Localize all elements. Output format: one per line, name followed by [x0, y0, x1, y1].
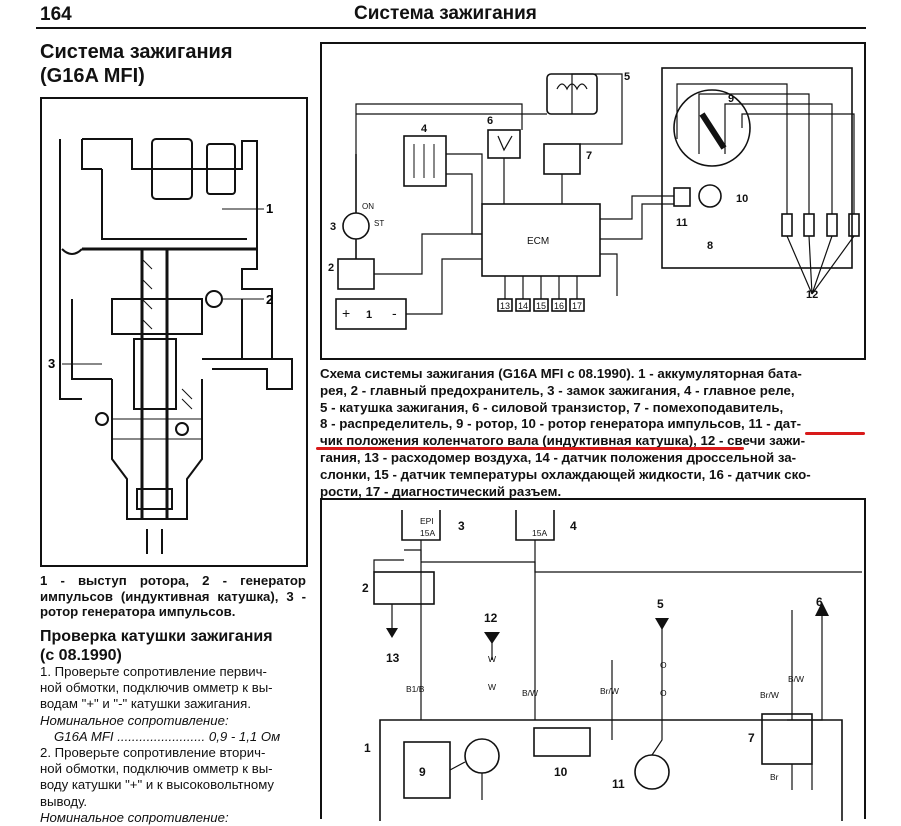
- wire-bw-label-2: B/W: [788, 674, 804, 684]
- diag1-label-7: 7: [586, 150, 592, 162]
- wire-o-label-2: O: [660, 688, 667, 698]
- diag1-label-6: 6: [487, 115, 493, 127]
- diag2-label-6: 6: [816, 595, 823, 609]
- diag1-label-3: 3: [330, 221, 336, 233]
- caption-line-4: 8 - распределитель, 9 - ротор, 10 - рото…: [320, 416, 802, 432]
- wire-o-label-1: O: [660, 660, 667, 670]
- wiring-diagram: 3 4 2 13 12 5 6 1 9 10 11 7 EPI 15A 15A …: [320, 498, 866, 821]
- highlight-underline-1: [805, 432, 865, 435]
- wire-w-label-2: W: [488, 682, 496, 692]
- fig1-label-2: 2: [266, 292, 273, 307]
- wire-br-label: Br: [770, 772, 779, 782]
- wiring-diagram-drawing: 3 4 2 13 12 5 6 1 9 10 11 7 EPI 15A 15A …: [362, 510, 862, 821]
- wire-brw-label-1: Br/W: [600, 686, 619, 696]
- caption-line-1: Схема системы зажигания (G16A MFI с 08.1…: [320, 366, 802, 381]
- diag1-label-4: 4: [421, 123, 428, 135]
- wire-brw-label-2: Br/W: [760, 690, 779, 700]
- diag1-label-11: 11: [676, 217, 688, 229]
- diag2-label-10: 10: [554, 765, 568, 779]
- section-title-line2: (G16A MFI): [40, 65, 145, 87]
- diag2-label-13: 13: [386, 651, 400, 665]
- page-number: 164: [40, 4, 72, 25]
- arrow-5-icon: [655, 618, 669, 630]
- diag1-label-14: 14: [518, 301, 528, 311]
- diag1-label-5: 5: [624, 71, 630, 83]
- step1-line-2: ной обмотки, подключив омметр к вы-: [40, 680, 273, 696]
- diag2-label-5: 5: [657, 597, 664, 611]
- diag1-label-13: 13: [500, 301, 510, 311]
- spec1-value: G16A MFI ........................ 0,9 - …: [54, 728, 281, 744]
- caption-line-7: слонки, 15 - датчик температуры охлаждаю…: [320, 466, 811, 482]
- wire-w-label-1: W: [488, 654, 496, 664]
- spec1-label: Номинальное сопротивление:: [40, 712, 229, 728]
- diag2-label-1: 1: [364, 741, 371, 755]
- highlight-underline-2: [316, 447, 744, 450]
- figure1-caption: 1 - выступ ротора, 2 - генератор импульс…: [40, 573, 306, 619]
- instructions: 1. Проверьте сопротивление первич- ной о…: [40, 664, 310, 826]
- step1-line-3: водам "+" и "-" катушки зажигания.: [40, 696, 251, 712]
- step2-line-3: воду катушки "+" и к высоковольтному: [40, 777, 275, 793]
- spark-plugs-icon: [781, 213, 860, 237]
- battery-minus: -: [392, 305, 397, 321]
- diag1-label-16: 16: [554, 301, 564, 311]
- wire-bw-label-1: B/W: [522, 688, 538, 698]
- section-title-line1: Система зажигания: [40, 41, 233, 63]
- page-header-title: Система зажигания: [354, 3, 537, 24]
- caption-line-3: 5 - катушка зажигания, 6 - силовой транз…: [320, 399, 784, 415]
- subsection-title-line2: (с 08.1990): [40, 647, 122, 664]
- step2-line-2: ной обмотки, подключив омметр к вы-: [40, 761, 273, 777]
- caption-line-2: рея, 2 - главный предохранитель, 3 - зам…: [320, 382, 795, 398]
- diag2-label-12: 12: [484, 611, 498, 625]
- fig1-label-3: 3: [48, 356, 55, 371]
- step1-line-1: 1. Проверьте сопротивление первич-: [40, 664, 267, 679]
- diag1-label-8: 8: [707, 240, 713, 252]
- fuse-15a-label-2: 15A: [532, 528, 547, 538]
- spec2-label: Номинальное сопротивление:: [40, 809, 229, 825]
- wire-b1b-label: B1/B: [406, 684, 425, 694]
- caption-line-6: гания, 13 - расходомер воздуха, 14 - дат…: [320, 449, 797, 465]
- diag1-label-9: 9: [728, 93, 734, 105]
- diag2-label-11: 11: [612, 777, 625, 791]
- step2-line-4: выводу.: [40, 793, 88, 809]
- arrow-6-icon: [815, 602, 829, 616]
- distributor-figure: 1 2 3: [40, 97, 308, 567]
- fuse-epi-label: EPI: [420, 516, 434, 526]
- step2-line-1: 2. Проверьте сопротивление вторич-: [40, 745, 266, 761]
- header-rule: [36, 27, 866, 29]
- diag1-label-12: 12: [806, 289, 818, 301]
- diag1-label-17: 17: [572, 301, 582, 311]
- diag1-label-10: 10: [736, 193, 748, 205]
- subsection-title: Проверка катушки зажигания (с 08.1990): [40, 627, 310, 665]
- caption-line-5: чик положения коленчатого вала (индуктив…: [320, 433, 806, 449]
- arrow-13-icon: [386, 628, 398, 638]
- diag1-label-2: 2: [328, 262, 334, 274]
- diag2-label-4: 4: [570, 519, 577, 533]
- diag1-label-1: 1: [366, 309, 372, 321]
- arrow-12-icon: [484, 632, 500, 644]
- battery-plus: +: [342, 305, 350, 321]
- diag2-label-9: 9: [419, 765, 426, 779]
- fuse-15a-label-1: 15A: [420, 528, 435, 538]
- diagram-caption: Схема системы зажигания (G16A MFI с 08.1…: [320, 366, 868, 500]
- subsection-title-line1: Проверка катушки зажигания: [40, 628, 273, 645]
- switch-st-label: ST: [374, 219, 384, 228]
- diag2-label-7: 7: [748, 731, 755, 745]
- diag2-label-3: 3: [458, 519, 465, 533]
- fig1-label-1: 1: [266, 201, 273, 216]
- distributor-drawing: 1 2 3: [48, 138, 293, 554]
- ignition-circuit-diagram: 2 1 + - 3 ON ST 4 5 6 7 8 9 10 11 12 ECM…: [320, 42, 866, 360]
- diag2-label-2: 2: [362, 581, 369, 595]
- diag1-label-15: 15: [536, 301, 546, 311]
- ignition-circuit-drawing: 2 1 + - 3 ON ST 4 5 6 7 8 9 10 11 12 ECM…: [328, 67, 860, 330]
- section-title: Система зажигания (G16A MFI): [40, 40, 310, 88]
- switch-on-label: ON: [362, 202, 374, 211]
- ecm-label: ECM: [527, 236, 549, 247]
- caption-line-8: рости, 17 - диагностический разъем.: [320, 483, 562, 499]
